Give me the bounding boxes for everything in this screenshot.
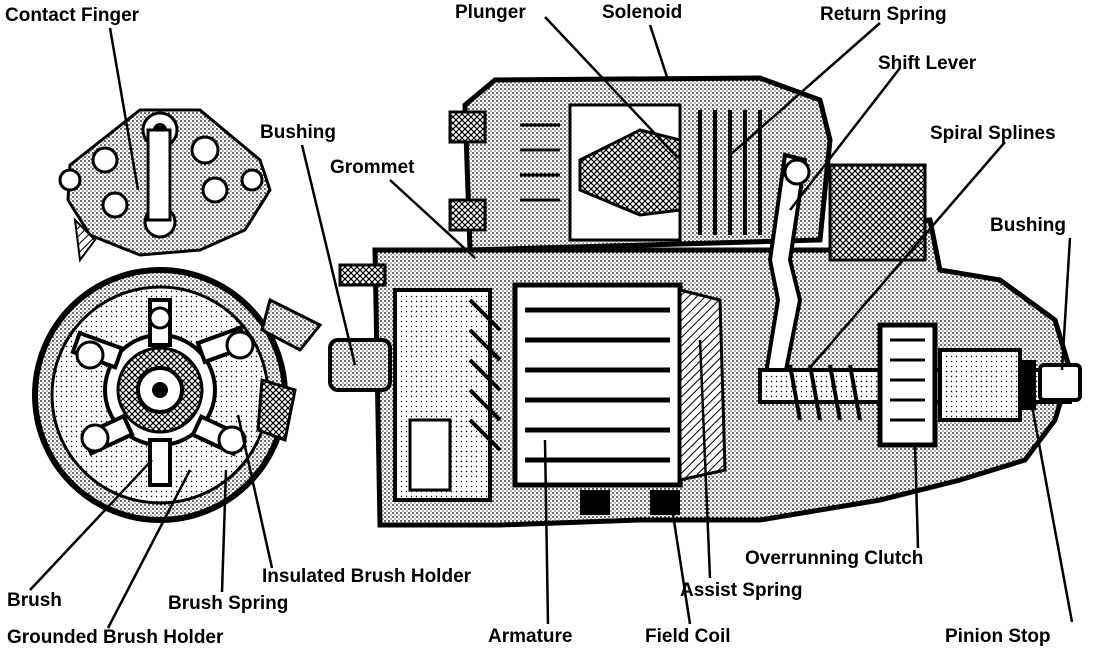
leader-armature: [543, 439, 550, 625]
label-plunger: Plunger: [455, 2, 526, 23]
label-assist-spring: Assist Spring: [680, 580, 803, 601]
clutch-body: [877, 322, 938, 448]
leader-field-coil: [668, 494, 692, 625]
leader-spiral-splines: [807, 141, 1006, 371]
label-grommet: Grommet: [330, 157, 415, 178]
label-shift-lever: Shift Lever: [878, 53, 977, 74]
label-contact-finger: Contact Finger: [5, 5, 140, 26]
contact-finger-bar: [146, 128, 172, 222]
leader-grommet: [389, 179, 476, 259]
leader-contact-finger: [108, 27, 140, 191]
label-spiral-splines: Spiral Splines: [930, 123, 1056, 144]
label-bushing-right: Bushing: [990, 215, 1066, 236]
label-grounded-brush-holder: Grounded Brush Holder: [7, 627, 224, 648]
label-bushing-left: Bushing: [260, 122, 336, 143]
leader-insulated-brush-holder: [236, 414, 274, 569]
leader-lines: [29, 16, 1074, 629]
label-pinion-stop: Pinion Stop: [945, 626, 1051, 647]
leader-bushing-left: [300, 144, 357, 366]
label-armature: Armature: [488, 626, 573, 647]
armature-laminations: [525, 307, 670, 463]
label-insulated-brush-holder: Insulated Brush Holder: [262, 566, 472, 587]
cutaway-view: [328, 75, 1082, 528]
leader-grounded-brush-holder: [106, 469, 192, 629]
terminal-screw: [201, 176, 229, 204]
terminal-screw: [240, 168, 264, 192]
leader-assist-spring: [698, 339, 712, 579]
label-brush-spring: Brush Spring: [168, 593, 289, 614]
spiral-spline-teeth: [788, 364, 862, 421]
terminal-screw: [101, 191, 129, 219]
label-return-spring: Return Spring: [820, 4, 947, 25]
label-field-coil: Field Coil: [645, 626, 731, 647]
terminal-screw: [91, 146, 119, 174]
leader-bushing-right: [1060, 237, 1072, 371]
leader-overrunning-clutch: [913, 444, 920, 549]
leader-pinion-stop: [1028, 394, 1074, 623]
return-spring-coils: [698, 110, 762, 235]
terminal-screw: [58, 168, 82, 192]
label-brush: Brush: [7, 590, 62, 611]
leader-plunger: [544, 16, 679, 159]
leader-shift-lever: [789, 67, 901, 211]
armature-core: [512, 282, 683, 488]
label-overrunning-clutch: Overrunning Clutch: [745, 548, 924, 569]
plunger: [578, 128, 682, 217]
leader-brush-spring: [220, 469, 228, 593]
leader-return-spring: [729, 22, 881, 156]
terminal-screw: [190, 135, 220, 165]
leader-solenoid: [648, 24, 670, 81]
label-solenoid: Solenoid: [602, 2, 683, 23]
leader-brush: [29, 459, 153, 591]
end-view: [32, 108, 323, 523]
